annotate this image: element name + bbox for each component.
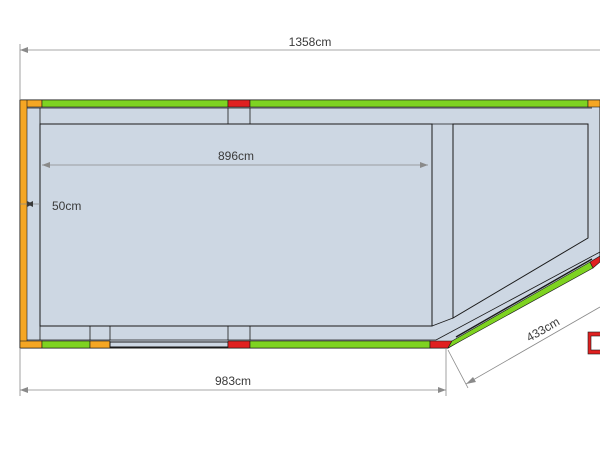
wall-segment-red — [227, 340, 251, 349]
dimension-arrow — [420, 162, 428, 168]
inner-wall-line — [431, 317, 454, 327]
wall-segment-orange — [19, 340, 43, 349]
dimension-arrow — [438, 387, 446, 393]
diagonal-wall-inner-line — [455, 258, 593, 338]
wall-segment-red — [227, 99, 251, 108]
dimension-arrow — [27, 201, 33, 207]
dimension-extension — [447, 349, 469, 389]
dimension-label-overall-width: 1358cm — [289, 35, 332, 49]
dimension-label-bottom-length: 983cm — [215, 374, 251, 388]
wall-segment-orange — [89, 340, 111, 349]
wall-segment-orange — [19, 99, 28, 349]
wall-segment-green — [249, 340, 431, 349]
inner-wall-line — [435, 251, 600, 341]
dimension-arrow — [466, 377, 476, 384]
wall-segment-green — [41, 340, 91, 349]
dimension-label-wall-offset: 50cm — [52, 199, 81, 213]
wall-segment-green — [249, 99, 589, 108]
dimension-label-inner-length: 896cm — [218, 149, 254, 163]
wall-segment-orange — [587, 99, 600, 108]
dimension-arrow — [20, 387, 28, 393]
door-opening — [109, 341, 229, 348]
wall-segment-red — [589, 255, 600, 269]
wall-segment-green — [41, 99, 229, 108]
dimension-arrow — [42, 162, 50, 168]
dimension-line-diagonal — [465, 306, 600, 385]
dimension-arrow — [20, 47, 28, 53]
fixture-box-inner — [590, 335, 600, 351]
